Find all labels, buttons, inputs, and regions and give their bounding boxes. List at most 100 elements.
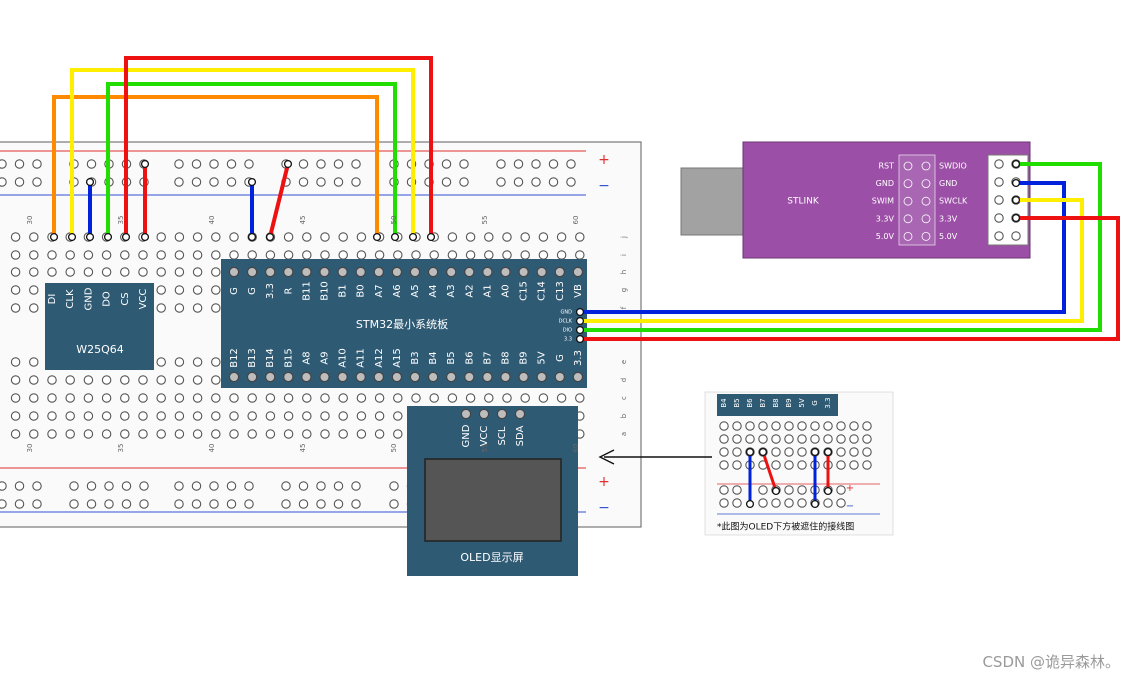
rail-hole: [191, 159, 202, 169]
w25q64-title: W25Q64: [76, 343, 124, 356]
breadboard-hole: [120, 267, 130, 277]
breadboard-hole: [174, 411, 185, 421]
header-pin: [373, 371, 384, 383]
rail-hole: [548, 177, 559, 187]
inset-hole: [758, 421, 768, 431]
breadboard-hole: [138, 267, 148, 277]
breadboard-hole: [465, 250, 476, 260]
inset-hole: [797, 447, 807, 457]
stlink-hole: [994, 177, 1004, 187]
inset-hole: [862, 460, 872, 470]
header-pin: [228, 371, 240, 383]
rail-hole: [316, 177, 326, 187]
stm32-bottom-pin-label: A12: [374, 348, 385, 368]
inset-hole: [771, 434, 781, 444]
rail-hole: [531, 177, 541, 187]
breadboard-hole: [83, 393, 94, 403]
stlink-right-label: 5.0V: [939, 232, 958, 241]
rail-hole: [0, 177, 7, 187]
wire-end: [67, 232, 77, 242]
inset-hole: [784, 460, 794, 470]
inset-hole: [719, 485, 729, 495]
breadboard-hole: [320, 393, 330, 403]
header-pin: [482, 371, 493, 383]
header-pin: [446, 371, 457, 383]
breadboard-hole: [320, 232, 330, 242]
row-letter: e: [620, 360, 628, 364]
breadboard-hole: [302, 411, 312, 421]
connector-pin: [903, 231, 913, 241]
header-pin: [482, 266, 493, 278]
header-pin: [319, 371, 330, 383]
watermark: CSDN @诡异森林。: [982, 653, 1120, 671]
inset-hole: [862, 447, 872, 457]
stm32-bottom-pin-label: B5: [446, 351, 457, 364]
header-pin: [427, 371, 439, 383]
inset-minus-label: −: [846, 501, 854, 512]
breadboard-hole: [138, 250, 148, 260]
rail-hole: [333, 499, 344, 509]
rail-hole: [496, 177, 506, 187]
breadboard-hole: [101, 411, 112, 421]
rail-hole: [226, 481, 237, 491]
breadboard-hole: [156, 285, 166, 295]
breadboard-hole: [29, 285, 39, 295]
inset-hole: [784, 434, 794, 444]
inset-pin-label: B7: [759, 398, 767, 407]
inset-hole: [823, 498, 833, 508]
rail-hole: [86, 159, 97, 169]
breadboard-hole: [411, 250, 421, 260]
stm32-bottom-pin-label: B3: [410, 351, 421, 364]
breadboard-hole: [47, 267, 57, 277]
stlink-left-label: 5.0V: [876, 232, 895, 241]
header-pin: [409, 371, 421, 383]
stm32-top-pin-label: B10: [320, 281, 331, 301]
header-pin: [518, 371, 529, 383]
header-pin: [319, 266, 330, 278]
breadboard-hole: [283, 411, 294, 421]
breadboard-hole: [192, 393, 203, 403]
breadboard-hole: [101, 375, 112, 385]
breadboard-hole: [447, 393, 458, 403]
rail-hole: [104, 481, 114, 491]
column-number: 50: [390, 444, 398, 453]
rail-minus-label: −: [598, 178, 610, 194]
inset-hole: [810, 421, 820, 431]
wire-blue-swd-gnd: [580, 181, 1066, 314]
oled-pin-label: GND: [461, 424, 472, 447]
breadboard-hole: [502, 232, 512, 242]
breadboard-hole: [47, 429, 57, 439]
inset-hole: [719, 460, 729, 470]
inset-hole: [849, 421, 859, 431]
w25q64-pin-label: VCC: [138, 289, 149, 310]
row-letter: j: [620, 236, 628, 239]
rail-hole: [191, 481, 202, 491]
inset-wire-red: [761, 451, 778, 492]
inset-pin-label: B4: [720, 398, 728, 408]
wire-orange-di-a7: [52, 95, 379, 237]
breadboard-hole: [156, 250, 166, 260]
inset-hole: [836, 498, 846, 508]
breadboard-hole: [338, 393, 348, 403]
breadboard-hole: [393, 250, 403, 260]
wire-yellow-clk-a5: [70, 68, 415, 237]
rail-hole: [139, 499, 149, 509]
rail-hole: [566, 177, 576, 187]
rail-hole: [298, 481, 309, 491]
header-pin: [409, 266, 421, 278]
breadboard-hole: [283, 250, 294, 260]
header-pin: [301, 371, 312, 383]
rail-hole: [14, 159, 25, 169]
breadboard-hole: [156, 267, 166, 277]
breadboard-hole: [393, 429, 403, 439]
rail-hole: [441, 159, 452, 169]
stlink-hole: [994, 195, 1004, 205]
stm32-top-pin-label: B11: [301, 281, 312, 301]
breadboard-hole: [356, 411, 367, 421]
breadboard-hole: [556, 232, 567, 242]
breadboard-hole: [447, 250, 458, 260]
rail-hole: [121, 481, 132, 491]
breadboard-hole: [192, 303, 203, 313]
stm32-bottom-pin-label: B6: [464, 351, 475, 364]
stlink-right-label: GND: [939, 179, 957, 188]
